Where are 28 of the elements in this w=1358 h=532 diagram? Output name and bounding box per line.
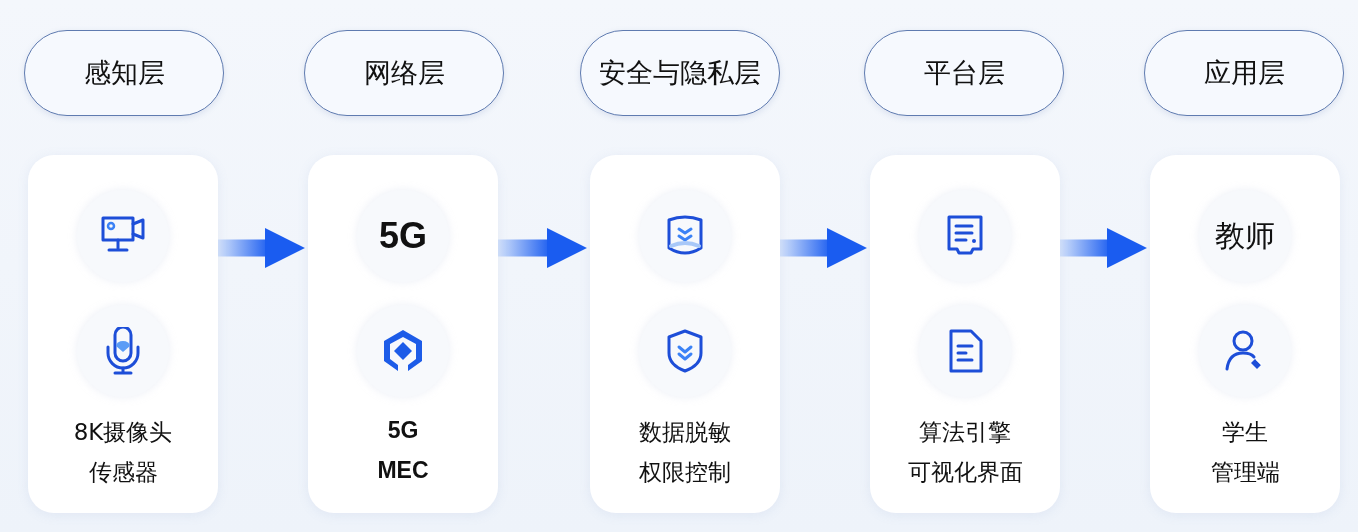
item-label: 5G (386, 417, 420, 444)
layer-pill (864, 30, 1064, 116)
item-label: MEC (376, 457, 430, 484)
item-label: 权限控制 (638, 458, 732, 487)
item-label: 学生 (1221, 418, 1269, 447)
layer-title: 平台层 (923, 56, 1005, 90)
flow-arrow (218, 228, 305, 268)
item-label: 可视化界面 (906, 458, 1024, 487)
layer-card (1150, 155, 1340, 513)
item-label: 传感器 (87, 458, 159, 487)
flow-arrow (498, 228, 587, 268)
item-label: 管理端 (1209, 458, 1281, 487)
layer-card (28, 155, 218, 513)
item-label: 数据脱敏 (638, 418, 732, 447)
layer-title: 安全与隐私层 (599, 56, 761, 90)
layer-title: 应用层 (1203, 56, 1285, 90)
flow-arrow (780, 228, 867, 268)
layer-title: 网络层 (363, 56, 445, 90)
layer-card (870, 155, 1060, 513)
layer-title: 感知层 (83, 56, 165, 90)
item-label: 算法引擎 (918, 418, 1012, 447)
item-label: 8K摄像头 (72, 418, 174, 447)
circle-label: 5G (379, 215, 427, 257)
circle-label: 教师 (1215, 216, 1275, 255)
layer-pill (24, 30, 224, 116)
layer-card (590, 155, 780, 513)
flow-arrow (1060, 228, 1147, 268)
layer-card (308, 155, 498, 513)
